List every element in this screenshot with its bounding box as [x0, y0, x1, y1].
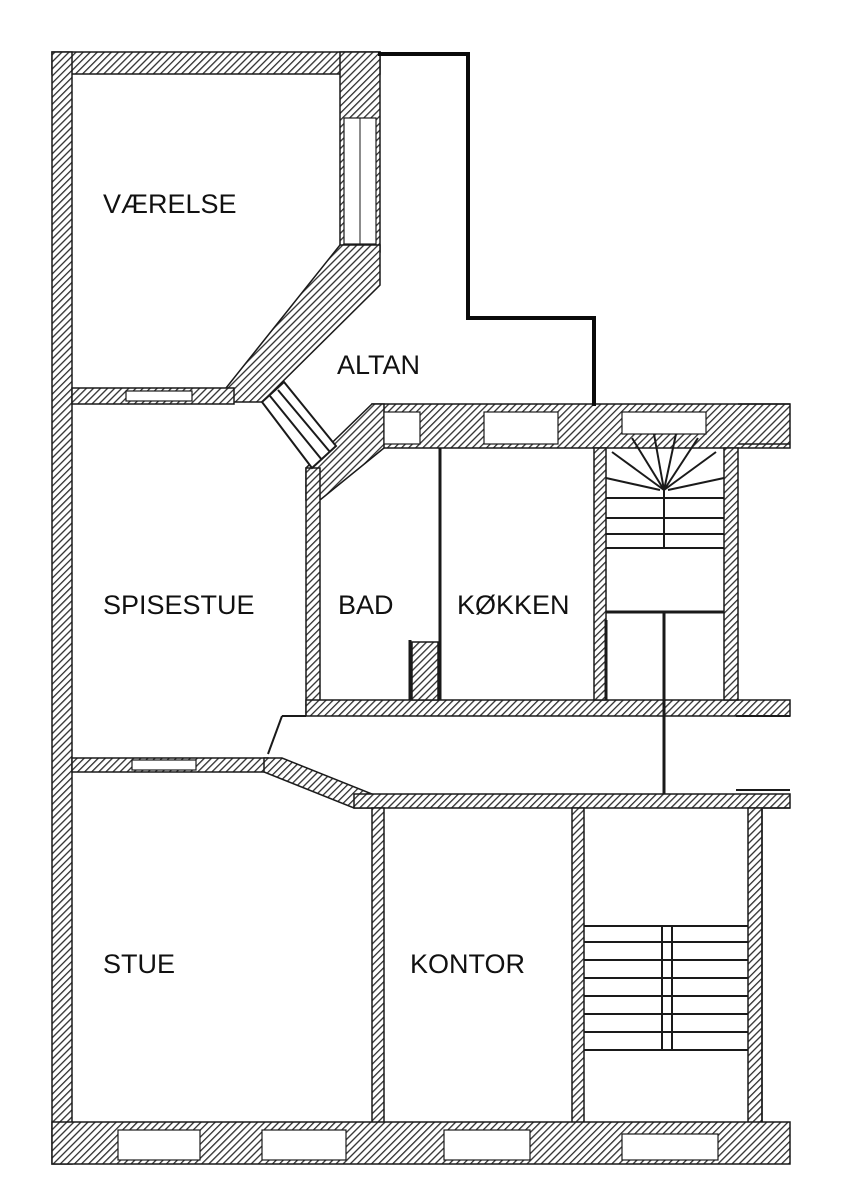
label-spisestue: SPISESTUE — [103, 590, 255, 620]
right-edge — [738, 403, 790, 1122]
wall-stair-left — [593, 447, 607, 701]
wall-top-vaerelse — [51, 51, 381, 75]
label-altan: ALTAN — [337, 350, 420, 380]
window-kitchen-2 — [483, 411, 559, 445]
wall-stair-right — [723, 447, 739, 701]
altan-outline — [378, 52, 596, 406]
wall-top-kitchen — [371, 403, 791, 449]
label-vaerelse: VÆRELSE — [103, 189, 237, 219]
partitions — [267, 448, 790, 794]
window-bottom-1 — [117, 1129, 201, 1161]
label-kokken: KØKKEN — [457, 590, 570, 620]
wall-spisestue-bad — [305, 467, 321, 715]
wall-stue-kontor — [371, 807, 385, 1129]
window-bottom-4 — [621, 1133, 719, 1161]
altan-door — [260, 380, 338, 470]
wall-kontor-stair — [571, 807, 585, 1129]
window-kitchen-3 — [621, 411, 707, 435]
window-bottom-3 — [443, 1129, 531, 1161]
spiral-stair — [605, 433, 725, 549]
window-kitchen-1 — [383, 411, 421, 445]
wall-left — [51, 51, 73, 1165]
label-stue: STUE — [103, 949, 175, 979]
straight-stair — [584, 925, 748, 1051]
wall-corridor-bottom — [353, 793, 791, 809]
windows — [117, 117, 719, 1161]
label-kontor: KONTOR — [410, 949, 525, 979]
room-labels: VÆRELSE ALTAN SPISESTUE BAD KØKKEN STUE … — [103, 189, 570, 979]
wall-stair2-right — [747, 807, 763, 1129]
window-spisestue-stue — [131, 759, 197, 771]
window-vaerelse-spisestue — [125, 390, 193, 402]
label-bad: BAD — [338, 590, 394, 620]
window-bottom-2 — [261, 1129, 347, 1161]
wall-bottom-kitchen — [305, 699, 791, 717]
